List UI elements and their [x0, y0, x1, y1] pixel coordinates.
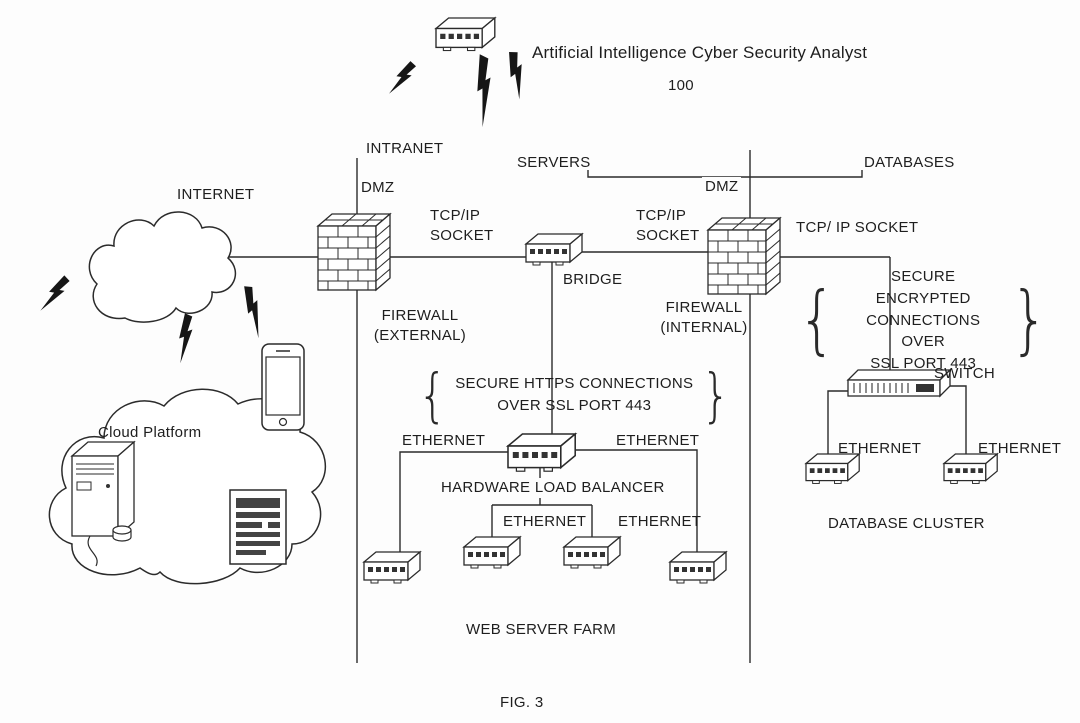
- secure-encrypted-text: SECURE ENCRYPTED CONNECTIONS OVER SSL PO…: [866, 268, 981, 372]
- dmz-right-label: DMZ: [702, 177, 742, 197]
- ethernet-lb-right-label: ETHERNET: [616, 432, 700, 449]
- servers-databases-bracket-line: [587, 170, 863, 178]
- databases-label: DATABASES: [864, 154, 955, 171]
- figure-caption: FIG. 3: [500, 694, 544, 711]
- web-server-icon: [463, 536, 521, 569]
- cloud-platform-label: Cloud Platform: [98, 424, 202, 441]
- ethernet-db-right-label: ETHERNET: [978, 440, 1062, 457]
- firewall-internal-label: FIREWALL (INTERNAL): [660, 299, 748, 336]
- servers-label: SERVERS: [517, 154, 591, 171]
- tcp-ip-socket-right-label: TCP/ IP SOCKET: [796, 219, 919, 236]
- smartphone-icon: [261, 343, 305, 431]
- lightning-bolt-icon: [500, 48, 536, 100]
- web-server-icon: [363, 551, 421, 584]
- lightning-bolt-icon: [176, 312, 197, 364]
- reference-number: 100: [668, 77, 694, 94]
- internet-cloud-icon: [88, 211, 237, 323]
- brace-close-icon: }: [701, 361, 731, 429]
- tcp-ip-socket-left-label: TCP/IP SOCKET: [430, 207, 494, 244]
- ethernet-ws-left-label: ETHERNET: [503, 513, 587, 530]
- internet-label: INTERNET: [177, 186, 255, 203]
- lightning-bolt-icon: [40, 272, 71, 317]
- lightning-bolt-icon: [236, 283, 273, 339]
- switch-label: SWITCH: [934, 365, 995, 382]
- report-document-icon: [229, 489, 287, 565]
- lightning-bolt-icon: [389, 58, 418, 100]
- ethernet-lb-left-label: ETHERNET: [402, 432, 486, 449]
- brace-close-icon: }: [1010, 276, 1049, 365]
- internal-firewall-icon: [707, 217, 781, 295]
- brace-open-icon: {: [798, 276, 837, 365]
- dmz-left-label: DMZ: [361, 179, 395, 196]
- load-balancer-icon: [507, 433, 576, 472]
- secure-https-note: { SECURE HTTPS CONNECTIONS OVER SSL PORT…: [418, 366, 731, 424]
- web-server-icon: [563, 536, 621, 569]
- intranet-label: INTRANET: [366, 140, 444, 157]
- web-server-icon: [669, 551, 727, 584]
- lb-to-server4-line: [575, 449, 698, 554]
- firewall-external-label: FIREWALL (EXTERNAL): [373, 307, 467, 344]
- secure-encrypted-note: { SECURE ENCRYPTED CONNECTIONS OVER SSL …: [798, 266, 1048, 375]
- switch-to-db1-line: [827, 390, 850, 458]
- ethernet-ws-right-label: ETHERNET: [618, 513, 702, 530]
- switch-to-db2-line: [950, 385, 967, 458]
- hardware-load-balancer-label: HARDWARE LOAD BALANCER: [438, 478, 668, 498]
- figure-title: Artificial Intelligence Cyber Security A…: [532, 43, 868, 62]
- external-firewall-icon: [317, 213, 391, 291]
- bridge-device-icon: [525, 233, 583, 266]
- secure-https-text: SECURE HTTPS CONNECTIONS OVER SSL PORT 4…: [455, 375, 694, 414]
- wireless-router-icon: [435, 17, 496, 52]
- bridge-label: BRIDGE: [563, 271, 623, 288]
- web-server-farm-label: WEB SERVER FARM: [466, 621, 617, 638]
- ethernet-db-left-label: ETHERNET: [838, 440, 922, 457]
- lightning-bolt-icon: [470, 52, 500, 128]
- database-cluster-label: DATABASE CLUSTER: [828, 515, 985, 532]
- brace-open-icon: {: [418, 361, 448, 429]
- lb-to-server1-line: [399, 451, 508, 554]
- tcp-ip-socket-center-label: TCP/IP SOCKET: [636, 207, 700, 244]
